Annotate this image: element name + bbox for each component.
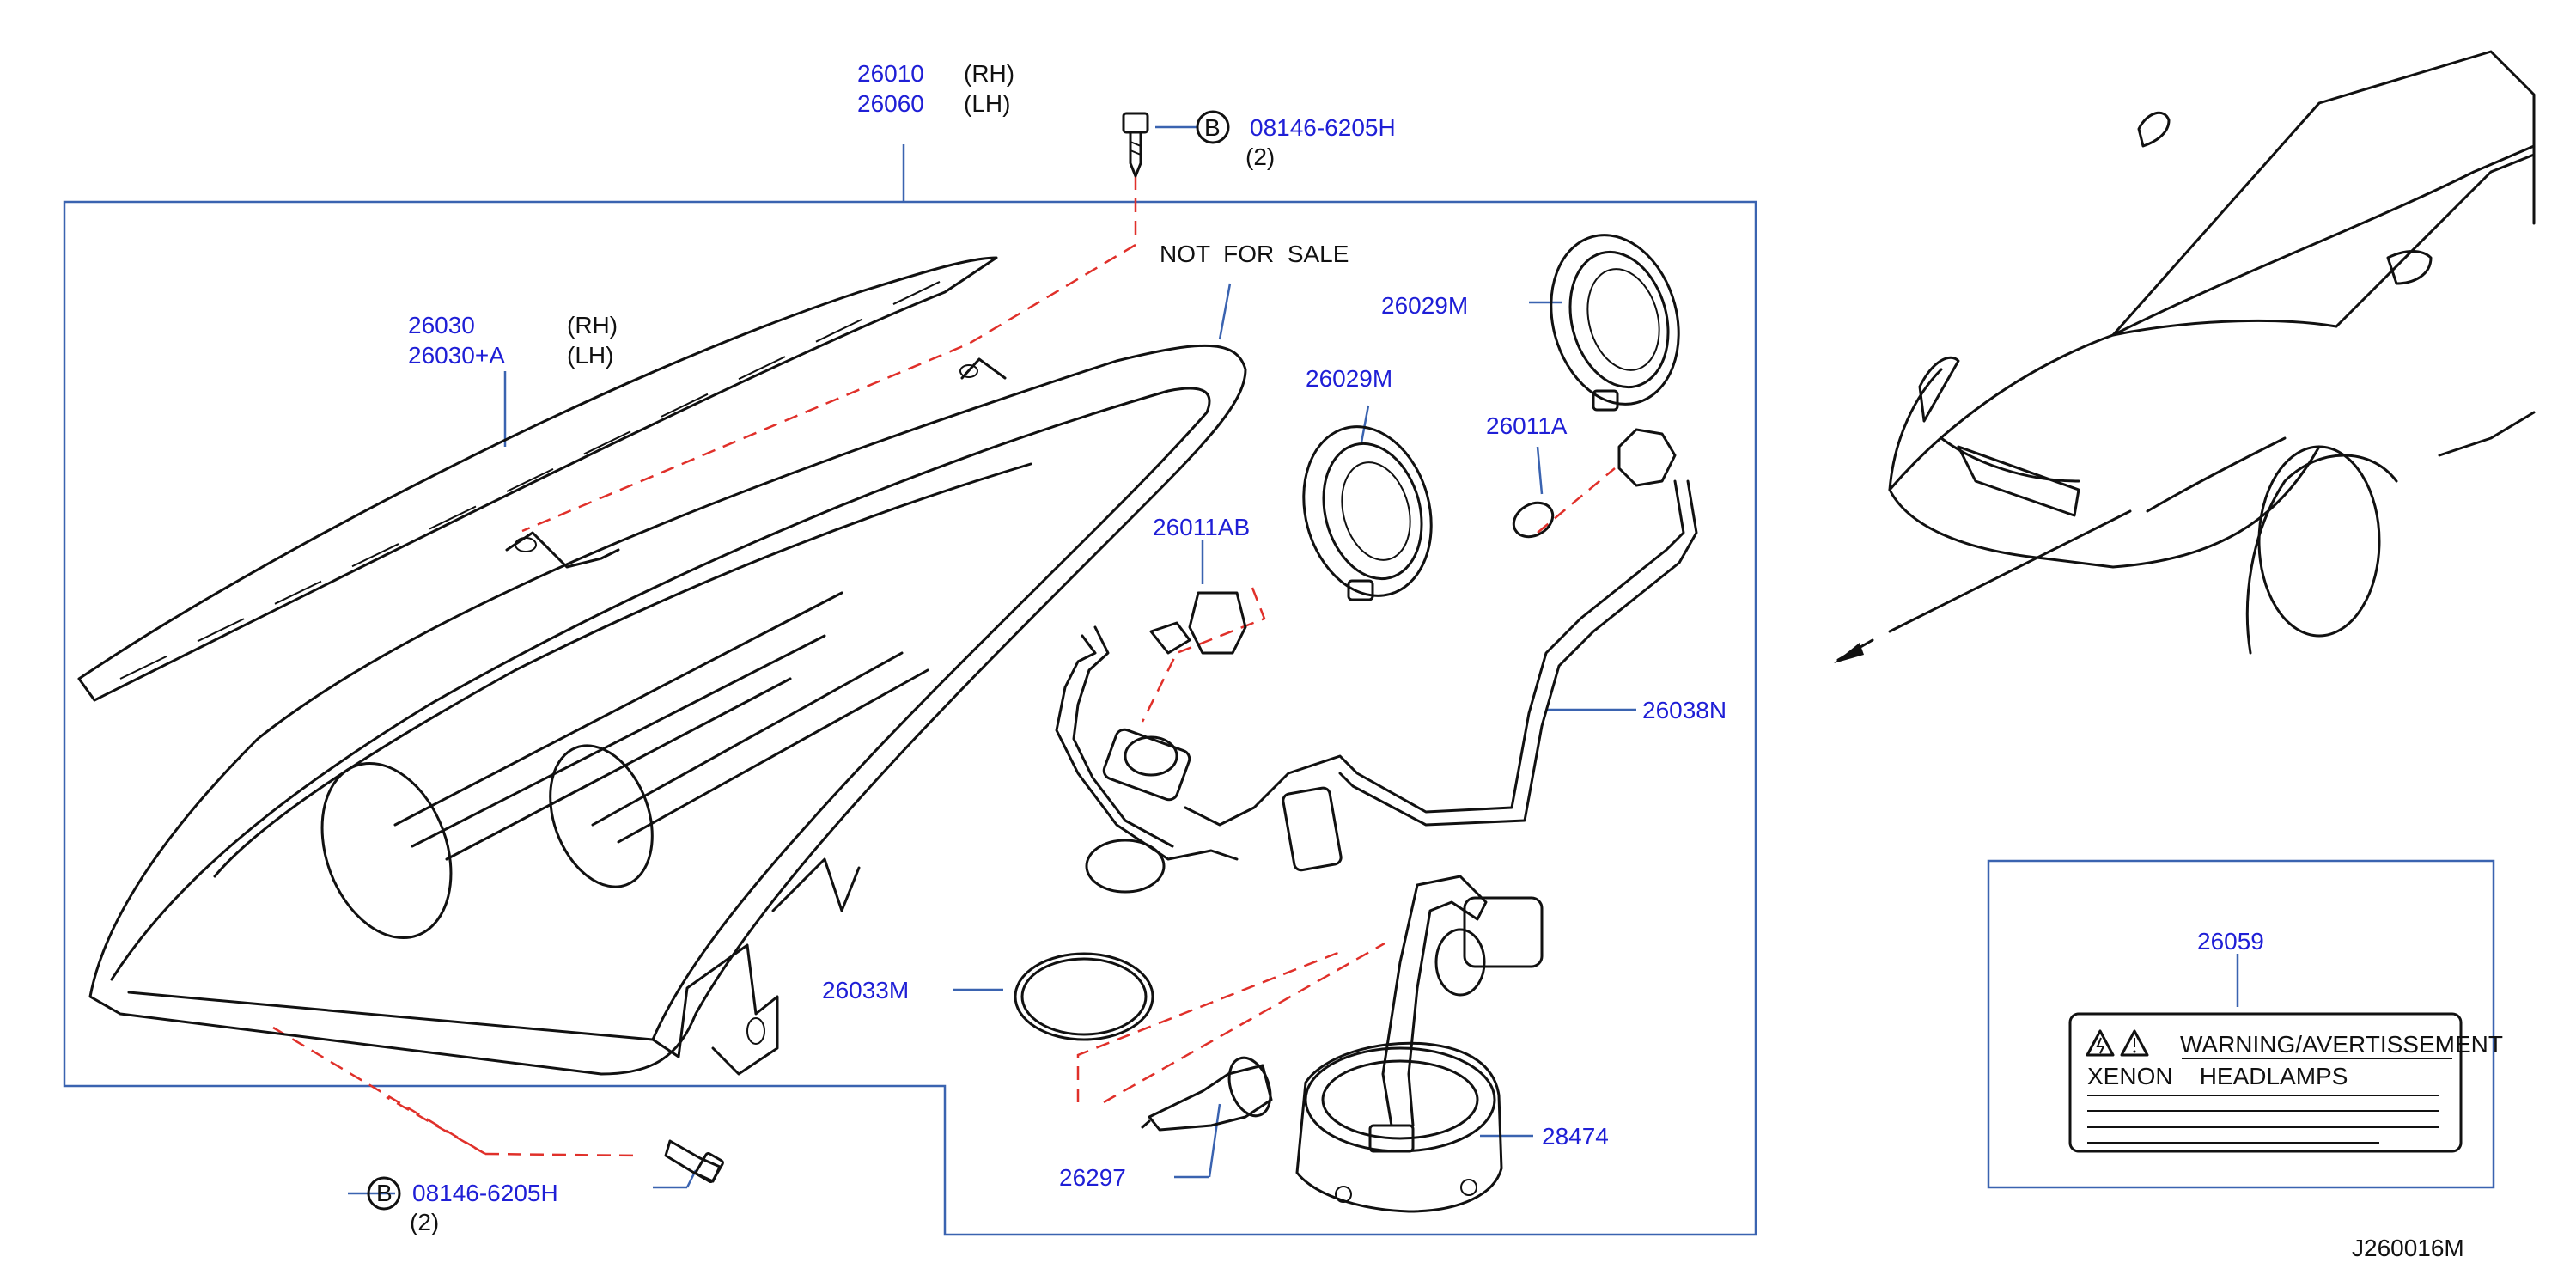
label-screw-bottom-part: 08146-6205H bbox=[412, 1180, 558, 1206]
label-bezel-lh-side: (LH) bbox=[567, 342, 613, 369]
leader-lines bbox=[348, 125, 2239, 1195]
label-ballast: 28474 bbox=[1542, 1123, 1609, 1150]
xenon-bulb bbox=[1141, 1056, 1273, 1132]
bezel-strip bbox=[77, 256, 998, 702]
label-frame bbox=[1987, 859, 2495, 1189]
bottom-screw bbox=[367, 1139, 724, 1211]
label-bulb-socket: 26011AB bbox=[1153, 514, 1250, 540]
side-bulb bbox=[1512, 428, 1677, 539]
main-frame bbox=[63, 200, 1757, 1236]
label-ref-b-top: B bbox=[1204, 114, 1221, 141]
label-not-for-sale: NOT FOR SALE bbox=[1160, 241, 1349, 267]
label-cap-lower: 26029M bbox=[1306, 365, 1392, 392]
warning-plate-title: WARNING/AVERTISSEMENT bbox=[2180, 1031, 2503, 1058]
wiring-harness bbox=[1055, 479, 1698, 894]
lightning-warning-icon bbox=[2086, 1029, 2115, 1057]
seal-ring bbox=[1014, 952, 1154, 1041]
ballast bbox=[1295, 875, 1544, 1213]
label-caution-label: 26059 bbox=[2197, 928, 2264, 955]
label-screw-top-qty: (2) bbox=[1245, 143, 1275, 170]
label-side-bulb: 26011A bbox=[1486, 412, 1568, 439]
ref-circle-top bbox=[1196, 110, 1230, 144]
label-ref-b-bottom: B bbox=[376, 1180, 393, 1206]
label-headlamp-rh-side: (RH) bbox=[964, 60, 1014, 87]
label-harness: 26038N bbox=[1642, 697, 1726, 723]
ref-circle-bottom bbox=[367, 1176, 401, 1211]
label-headlamp-rh: 26010 bbox=[857, 60, 924, 87]
label-cap-upper: 26029M bbox=[1381, 292, 1468, 319]
warning-plate-line1: XENON HEADLAMPS bbox=[2087, 1063, 2348, 1089]
label-xenon-bulb: 26297 bbox=[1059, 1164, 1126, 1191]
vehicle-sketch bbox=[1834, 50, 2536, 663]
cap-lower bbox=[1302, 425, 1433, 601]
socket-bulb bbox=[1149, 591, 1247, 655]
callout-labels: 26010 (RH) 26060 (LH) 26030 (RH) 26030+A… bbox=[376, 60, 2464, 1261]
label-headlamp-lh-side: (LH) bbox=[964, 90, 1010, 117]
label-seal-ring: 26033M bbox=[822, 977, 909, 1004]
label-diagram-id: J260016M bbox=[2352, 1235, 2464, 1261]
headlamp-housing bbox=[88, 344, 1247, 1076]
label-bezel-lh: 26030+A bbox=[408, 342, 505, 369]
top-screw bbox=[1122, 110, 1230, 178]
label-screw-top-part: 08146-6205H bbox=[1250, 114, 1396, 141]
warning-plate: WARNING/AVERTISSEMENT XENON HEADLAMPS bbox=[2068, 1012, 2503, 1153]
label-headlamp-lh: 26060 bbox=[857, 90, 924, 117]
assembly-dash-lines bbox=[272, 176, 1616, 1157]
label-bezel-rh: 26030 bbox=[408, 312, 475, 339]
label-bezel-rh-side: (RH) bbox=[567, 312, 618, 339]
exclamation-warning-icon bbox=[2120, 1029, 2149, 1057]
label-screw-bottom-qty: (2) bbox=[410, 1209, 439, 1235]
cap-upper bbox=[1550, 234, 1680, 412]
